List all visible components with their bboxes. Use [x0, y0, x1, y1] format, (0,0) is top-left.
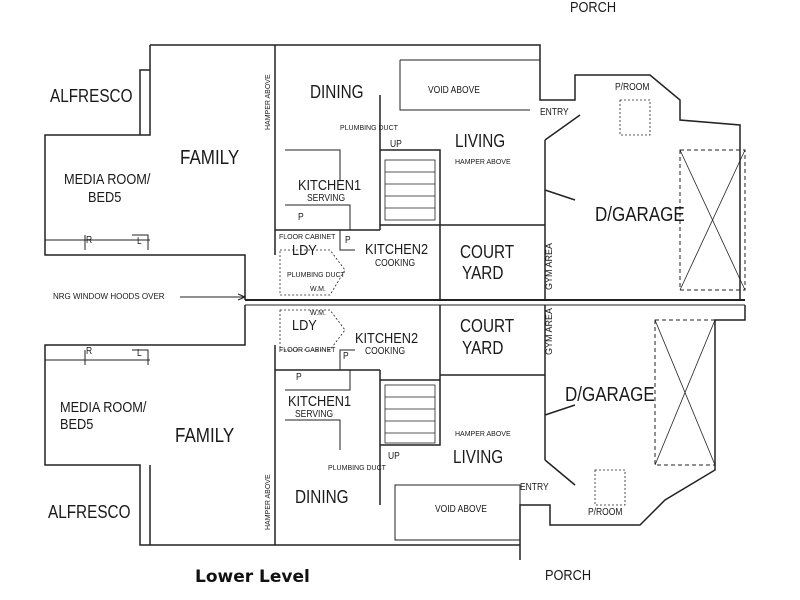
stairs-up-label: UP	[388, 451, 400, 462]
porch-label: PORCH	[570, 0, 617, 16]
robe-label: R	[86, 346, 93, 357]
floor-cabinet-label: FLOOR CABINET	[279, 347, 336, 354]
pantry-label: P	[343, 351, 349, 362]
room-label-dining: DINING	[295, 487, 349, 507]
plumbing-duct-label: PLUMBING DUCT	[287, 272, 345, 279]
porch-label: PORCH	[545, 567, 592, 584]
entry-label: ENTRY	[520, 482, 549, 493]
hamper-above-label: HAMPER ABOVE	[265, 74, 272, 130]
void-above-label: VOID ABOVE	[428, 85, 480, 96]
pantry-label: P	[296, 372, 302, 383]
cooking-label: COOKING	[365, 346, 406, 357]
room-label-living: LIVING	[453, 447, 504, 467]
room-label-living: LIVING	[455, 131, 506, 151]
upper-unit-outline	[44, 44, 741, 300]
powder-room-label: P/ROOM	[615, 82, 650, 93]
room-label-alfresco: ALFRESCO	[50, 86, 133, 106]
room-label-court: COURT	[460, 316, 515, 336]
room-label-family: FAMILY	[175, 425, 235, 447]
room-label-family: FAMILY	[180, 147, 240, 169]
room-label-kitchen2: KITCHEN2	[355, 330, 419, 347]
room-label-kitchen1: KITCHEN1	[288, 393, 352, 410]
gym-area-label: GYM AREA	[544, 307, 554, 355]
plan-caption: Lower Level	[195, 567, 310, 587]
room-label-kitchen1: KITCHEN1	[298, 177, 362, 194]
hamper-above-label: HAMPER ABOVE	[265, 474, 272, 530]
washing-machine-label: W.M.	[310, 310, 326, 317]
room-label-yard: YARD	[462, 263, 504, 283]
floor-cabinet-label: FLOOR CABINET	[279, 234, 336, 241]
serving-label: SERVING	[307, 193, 346, 204]
room-label-media-room: MEDIA ROOM/	[60, 399, 147, 416]
room-label-dining: DINING	[310, 82, 364, 102]
void-above-label: VOID ABOVE	[435, 504, 487, 515]
powder-room-label: P/ROOM	[588, 507, 623, 518]
gym-area-label: GYM AREA	[544, 242, 554, 290]
room-label-kitchen2: KITCHEN2	[365, 241, 429, 258]
hamper-above-label: HAMPER ABOVE	[455, 159, 511, 166]
pantry-label: P	[345, 235, 351, 246]
room-label-bed5: BED5	[88, 189, 122, 206]
room-label-alfresco: ALFRESCO	[48, 502, 131, 522]
entry-label: ENTRY	[540, 107, 569, 118]
lower-unit-outline	[44, 305, 746, 560]
room-label-laundry: LDY	[292, 242, 317, 259]
cooking-label: COOKING	[375, 258, 416, 269]
linen-label: L	[137, 236, 142, 247]
pantry-label: P	[298, 212, 304, 223]
room-label-garage: D/GARAGE	[565, 384, 655, 406]
robe-label: R	[86, 235, 93, 246]
room-label-garage: D/GARAGE	[595, 204, 685, 226]
window-hoods-note: NRG WINDOW HOODS OVER	[53, 292, 165, 301]
room-label-court: COURT	[460, 242, 515, 262]
serving-label: SERVING	[295, 409, 334, 420]
room-label-laundry: LDY	[292, 317, 317, 334]
stairs-up-label: UP	[390, 139, 402, 150]
room-label-media-room: MEDIA ROOM/	[64, 171, 151, 188]
plumbing-duct-label: PLUMBING DUCT	[340, 125, 398, 132]
hamper-above-label: HAMPER ABOVE	[455, 431, 511, 438]
room-label-yard: YARD	[462, 338, 504, 358]
plumbing-duct-label: PLUMBING DUCT	[328, 465, 386, 472]
washing-machine-label: W.M.	[310, 286, 326, 293]
linen-label: L	[137, 348, 142, 359]
room-label-bed5: BED5	[60, 416, 94, 433]
